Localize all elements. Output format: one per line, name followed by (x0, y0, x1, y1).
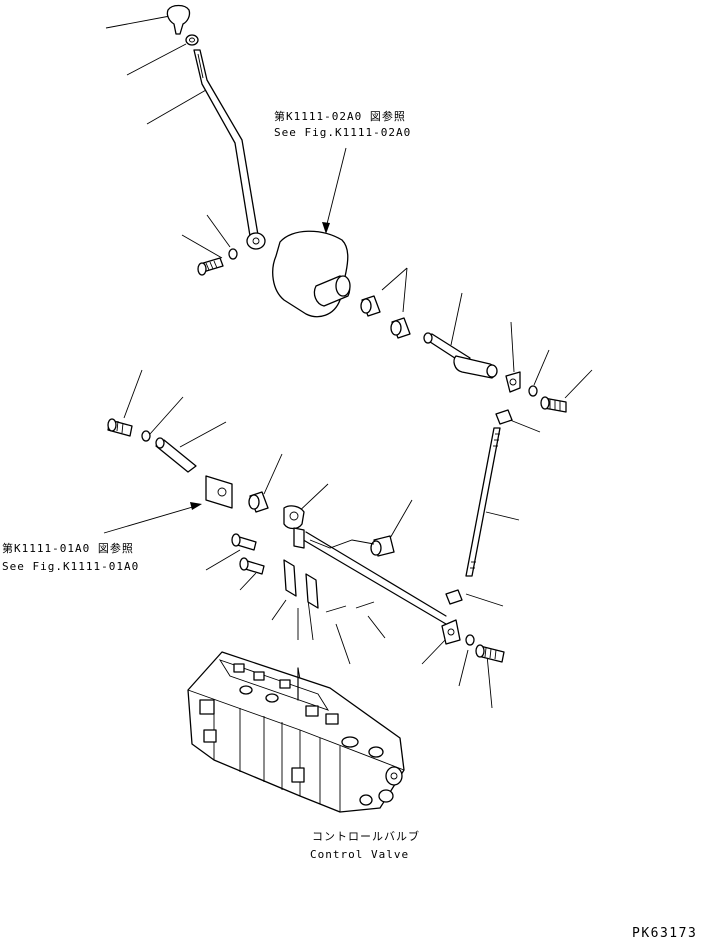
ref-02a0-en: See Fig.K1111-02A0 (274, 126, 411, 139)
bolts-and-plates (231, 533, 375, 613)
lever-bolt (197, 248, 238, 276)
bushing-upper (360, 295, 411, 339)
bushing-lower (248, 491, 269, 513)
collar (309, 535, 395, 557)
mount-plate (205, 475, 233, 509)
control-lever (166, 4, 266, 250)
bell-crank (283, 505, 305, 549)
ref-01a0-en: See Fig.K1111-01A0 (2, 560, 139, 573)
control-valve-label-en: Control Valve (310, 848, 409, 861)
control-valve-label-jp: コントロールバルブ (312, 829, 420, 843)
lever-shaft (423, 332, 498, 379)
ref-02a0-jp: 第K1111-02A0 図参照 (274, 109, 406, 123)
control-valve (187, 651, 405, 813)
link-rod (445, 409, 513, 605)
diagram-code: PK63173 (632, 926, 697, 941)
pin (155, 437, 197, 473)
rod-end-upper (505, 371, 567, 413)
mid-left-bolt (107, 418, 151, 442)
lever-bracket (272, 230, 351, 318)
leader-lines (103, 15, 593, 709)
ref-01a0-jp: 第K1111-01A0 図参照 (2, 541, 134, 555)
rod-end-lower (441, 619, 505, 663)
